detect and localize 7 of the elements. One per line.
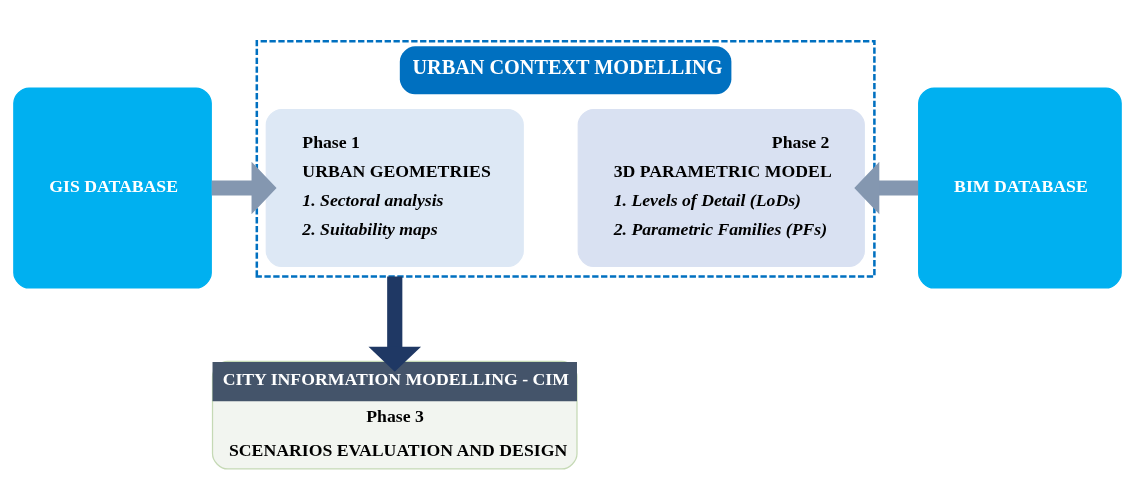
arrow <box>854 161 919 215</box>
node-box: Phase 1 URBAN GEOMETRIES 1. Sectoral analysis 2. Suitability maps <box>265 108 524 268</box>
node-box: GIS DATABASE <box>13 87 212 289</box>
node-box: Phase 2 3D PARAMETRIC MODEL 1. Levels of Detail (LoDs) 2. Parametric Families (PFs) <box>577 108 865 268</box>
node-box: BIM DATABASE <box>918 87 1122 289</box>
arrow <box>211 161 277 215</box>
arrow <box>368 276 422 372</box>
